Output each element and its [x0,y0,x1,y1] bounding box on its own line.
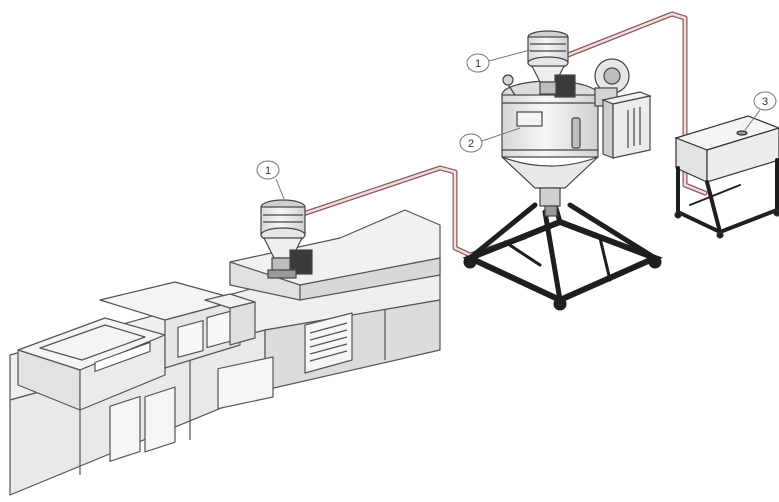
callout-label-loader-dryer: 1 [475,58,481,70]
callout-loader-machine: 1 [256,160,285,200]
callout-material-box: 3 [744,91,777,131]
dryer-controller-cabinet [600,91,653,159]
injection-molding-machine-icon [9,209,441,496]
dryer-stand [462,202,663,311]
callout-loader-dryer: 1 [466,49,531,73]
callout-label-material-box: 3 [762,96,768,108]
callout-label-loader-machine: 1 [265,165,271,177]
hopper-dryer-icon [501,74,599,217]
material-box-icon [674,115,779,239]
callout-label-dryer: 2 [468,138,474,150]
vacuum-hopper-loader-icon [527,30,576,98]
callout-dryer: 2 [459,127,521,153]
vacuum-hopper-loader-icon [260,199,313,279]
